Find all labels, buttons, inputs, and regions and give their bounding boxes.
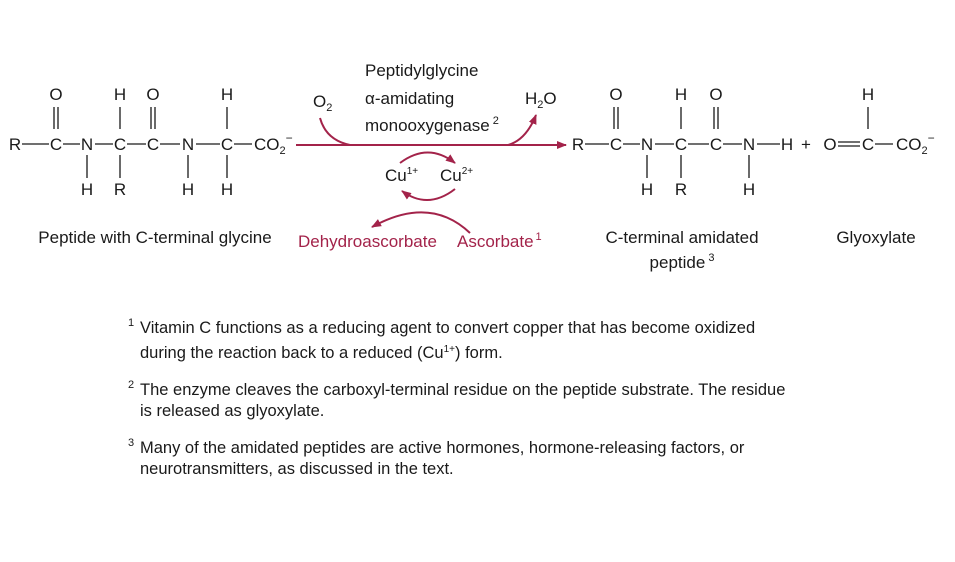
atom-n: N: [81, 135, 93, 154]
footnote-1: 1 Vitamin C functions as a reducing agen…: [128, 317, 808, 364]
glyoxylate-structure: O C CO2− H: [823, 85, 934, 157]
footnote-number: 1: [128, 317, 135, 329]
atom-c: C: [147, 135, 159, 154]
glyoxylate-label: Glyoxylate: [836, 228, 915, 247]
plus-sign: +: [801, 135, 811, 154]
footnote-text-line: is released as glyoxylate.: [140, 402, 325, 420]
footnote-text-line: neurotransmitters, as discussed in the t…: [140, 460, 454, 478]
amidated-peptide-structure: R C N C C N H O H O H R H: [572, 85, 793, 199]
atom-o: O: [146, 85, 159, 104]
footnote-number: 2: [128, 379, 135, 391]
enzyme-name-line1: Peptidylglycine: [365, 61, 478, 80]
atom-o: O: [49, 85, 62, 104]
atom-h: H: [182, 180, 194, 199]
footnote-text-line: The enzyme cleaves the carboxyl-terminal…: [140, 381, 786, 399]
copper-1plus-label: Cu1+: [385, 166, 418, 185]
footnote-text-line: Many of the amidated peptides are active…: [140, 439, 745, 457]
water-label: H2O: [525, 89, 557, 111]
atom-o: O: [709, 85, 722, 104]
footnote-2: 2 The enzyme cleaves the carboxyl-termin…: [128, 379, 808, 422]
copper-2plus-label: Cu2+: [440, 166, 473, 185]
atom-r: R: [9, 135, 21, 154]
atom-r: R: [572, 135, 584, 154]
carboxylate-group: CO2−: [254, 131, 293, 157]
footnote-text-line: during the reaction back to a reduced (C…: [140, 344, 503, 362]
enzyme-name-line2: α-amidating: [365, 89, 454, 108]
atom-c: C: [114, 135, 126, 154]
atom-c: C: [50, 135, 62, 154]
oxygen-label: O2: [313, 92, 332, 114]
atom-h: H: [675, 85, 687, 104]
footnotes: 1 Vitamin C functions as a reducing agen…: [128, 317, 808, 496]
atom-c: C: [675, 135, 687, 154]
atom-r: R: [675, 180, 687, 199]
ascorbate-arrow: [371, 211, 471, 234]
atom-h: H: [781, 135, 793, 154]
reaction-arrow: [296, 114, 567, 149]
atom-c: C: [610, 135, 622, 154]
atom-c: C: [710, 135, 722, 154]
atom-h: H: [81, 180, 93, 199]
reaction-diagram: R C N C C N C CO2− O H O H H R H H: [9, 61, 935, 272]
atom-h: H: [862, 85, 874, 104]
reactant-structure: R C N C C N C CO2− O H O H H R H H: [9, 85, 293, 199]
copper-cycle: Cu1+ Cu2+: [385, 151, 473, 201]
reactant-label: Peptide with C-terminal glycine: [38, 228, 271, 247]
footnote-3: 3 Many of the amidated peptides are acti…: [128, 437, 808, 480]
atom-c: C: [221, 135, 233, 154]
amidated-peptide-label-line1: C-terminal amidated: [605, 228, 758, 247]
atom-h: H: [743, 180, 755, 199]
atom-c: C: [862, 135, 874, 154]
atom-n: N: [743, 135, 755, 154]
atom-o: O: [609, 85, 622, 104]
footnote-text-line: Vitamin C functions as a reducing agent …: [140, 319, 756, 337]
atom-n: N: [182, 135, 194, 154]
atom-h: H: [221, 180, 233, 199]
carboxylate-group: CO2−: [896, 131, 935, 157]
atom-r: R: [114, 180, 126, 199]
atom-o: O: [823, 135, 836, 154]
footnote-number: 3: [128, 437, 135, 449]
atom-h: H: [641, 180, 653, 199]
dehydroascorbate-label: Dehydroascorbate: [298, 232, 437, 251]
atom-n: N: [641, 135, 653, 154]
atom-h: H: [114, 85, 126, 104]
atom-h: H: [221, 85, 233, 104]
